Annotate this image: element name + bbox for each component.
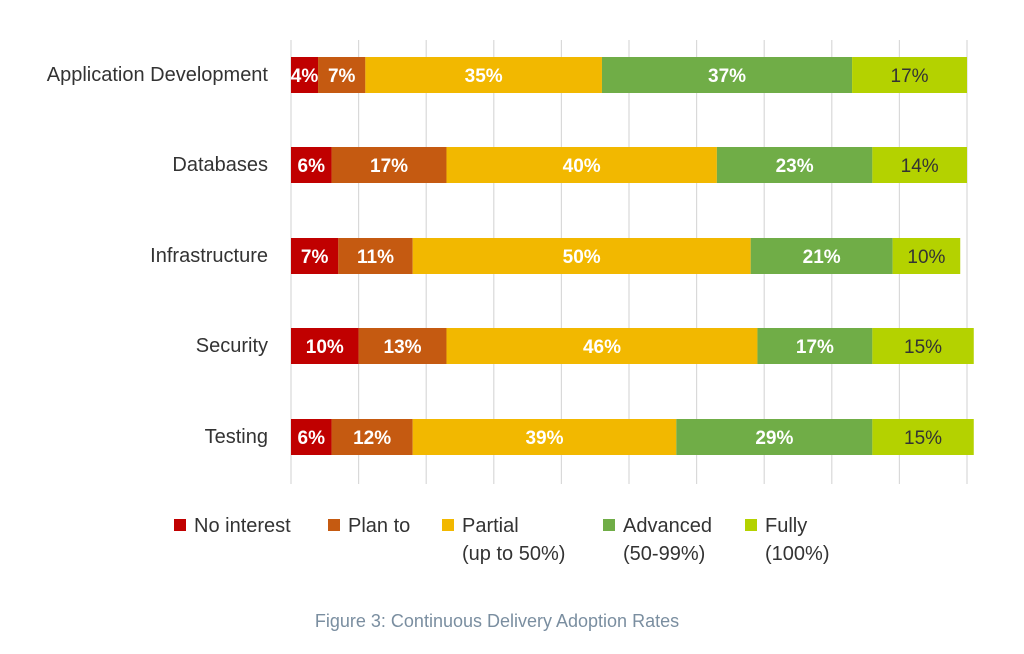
data-label: 15% [904, 428, 942, 449]
bar-segment [365, 57, 602, 93]
data-label: 10% [907, 247, 945, 268]
bar-segment [676, 419, 873, 455]
data-label: 13% [384, 337, 422, 358]
bar-segment [331, 419, 413, 455]
legend-label: Plan to [348, 515, 411, 537]
bar-segment [750, 238, 893, 274]
bar-segment [412, 419, 677, 455]
data-label: 37% [708, 66, 746, 87]
data-label: 40% [563, 156, 601, 177]
legend-swatch [745, 519, 757, 531]
data-label: 29% [755, 428, 793, 449]
data-label: 6% [298, 156, 326, 177]
chart-legend: No interest Plan to Partial (up to 50%) … [0, 512, 1024, 582]
legend-label: Partial (up to 50%) [462, 515, 566, 565]
data-label: 11% [357, 247, 394, 268]
data-label: 35% [465, 66, 503, 87]
legend-swatch [328, 519, 340, 531]
bar-segment [318, 57, 366, 93]
data-label: 23% [776, 156, 814, 177]
bar-segment [446, 147, 717, 183]
figure-caption: Figure 3: Continuous Delivery Adoption R… [314, 611, 680, 631]
data-label: 17% [370, 156, 408, 177]
data-label: 7% [301, 247, 329, 268]
data-label: 12% [353, 428, 391, 449]
data-label: 50% [563, 247, 601, 268]
category-label: Security [195, 335, 268, 357]
data-label: 14% [901, 156, 939, 177]
bar-segment [446, 328, 758, 364]
data-label: 10% [306, 337, 344, 358]
category-label: Infrastructure [150, 245, 268, 267]
bar-segment [872, 147, 967, 183]
bar-segment [601, 57, 853, 93]
bar-segment [291, 57, 319, 93]
legend-label: No interest [194, 515, 291, 537]
data-label: 17% [891, 66, 929, 87]
legend-swatch [442, 519, 454, 531]
legend-swatch [603, 519, 615, 531]
bar-segment [892, 238, 961, 274]
bar-segment [331, 147, 447, 183]
category-label: Databases [172, 154, 268, 176]
legend-label: Advanced (50-99%) [623, 515, 712, 565]
category-label: Testing [204, 426, 268, 448]
data-label: 15% [904, 337, 942, 358]
bar-segment [291, 328, 359, 364]
data-label: 4% [291, 66, 319, 87]
chart-plot: 4% 7% 35% 37% 17% 6% 17% 40% 23% 14% 7% 11% 50% 21% 10… [290, 40, 974, 484]
legend-swatch [174, 519, 186, 531]
data-label: 21% [803, 247, 841, 268]
bar-segment [358, 328, 447, 364]
bar-segment [716, 147, 873, 183]
data-label: 39% [525, 428, 563, 449]
bar-segment [872, 419, 974, 455]
bar-segment [757, 328, 873, 364]
data-label: 17% [796, 337, 834, 358]
legend-label: Fully (100%) [765, 515, 830, 565]
category-label: Application Development [46, 64, 268, 86]
bar-segment [412, 238, 751, 274]
bar-segment [291, 419, 332, 455]
data-label: 46% [583, 337, 621, 358]
data-label: 7% [328, 66, 356, 87]
bar-segment [291, 238, 339, 274]
bar-segment [338, 238, 413, 274]
bar-segment [852, 57, 967, 93]
bar-segment [291, 147, 332, 183]
data-label: 6% [298, 428, 326, 449]
bar-segment [872, 328, 974, 364]
